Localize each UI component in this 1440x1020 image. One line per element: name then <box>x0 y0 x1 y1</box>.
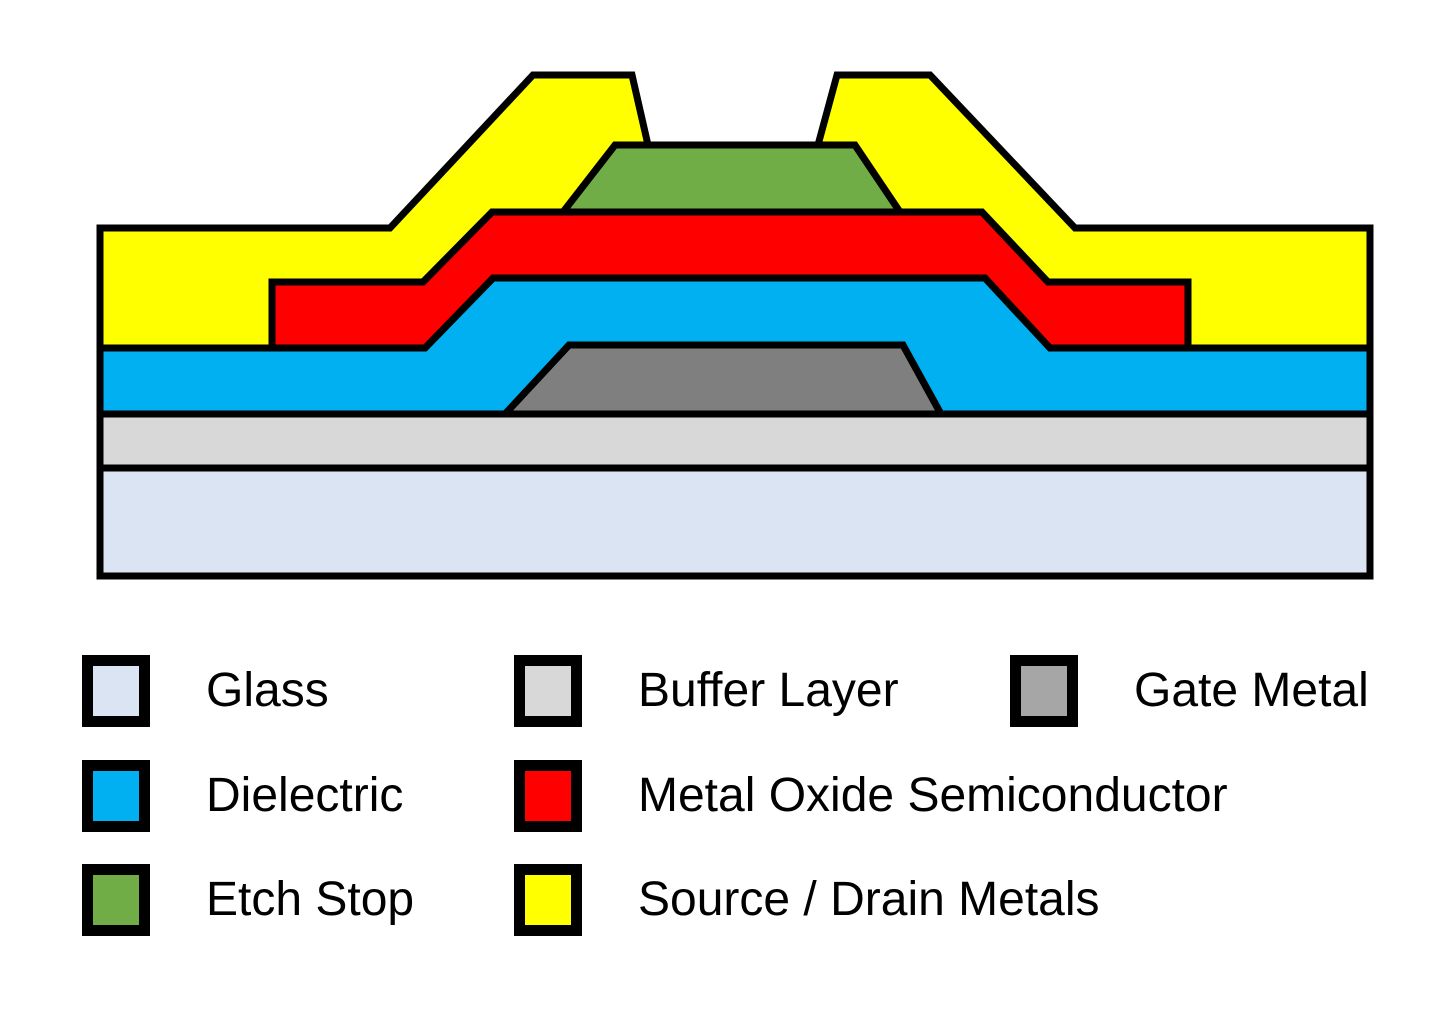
legend-swatch-metal-oxide-semiconductor <box>514 760 582 832</box>
legend-swatch-source-drain-metals <box>514 864 582 936</box>
legend-swatch-dielectric <box>82 760 150 832</box>
legend-item-source-drain-metals: Source / Drain Metals <box>514 864 1100 936</box>
drain-metal-right <box>813 71 1374 352</box>
legend-item-dielectric: Dielectric <box>82 760 403 832</box>
legend-label-buffer-layer: Buffer Layer <box>638 664 899 717</box>
legend-swatch-etch-stop <box>82 864 150 936</box>
legend-label-glass: Glass <box>206 664 329 717</box>
legend-label-source-drain-metals: Source / Drain Metals <box>638 873 1100 926</box>
legend-swatch-gate-metal <box>1010 655 1078 727</box>
legend-label-dielectric: Dielectric <box>206 769 404 822</box>
legend-item-etch-stop: Etch Stop <box>82 864 414 936</box>
legend-item-buffer-layer: Buffer Layer <box>514 655 899 727</box>
source-metal-left <box>96 71 653 352</box>
legend-swatch-buffer-layer <box>514 655 582 727</box>
legend-label-etch-stop: Etch Stop <box>206 873 415 926</box>
legend-label-gate-metal: Gate Metal <box>1134 664 1369 717</box>
legend-item-glass: Glass <box>82 655 329 727</box>
legend-item-metal-oxide-semiconductor: Metal Oxide Semiconductor <box>514 760 1228 832</box>
legend-item-gate-metal: Gate Metal <box>1010 655 1369 727</box>
legend-swatch-glass <box>82 655 150 727</box>
legend-label-metal-oxide-semiconductor: Metal Oxide Semiconductor <box>638 769 1228 822</box>
